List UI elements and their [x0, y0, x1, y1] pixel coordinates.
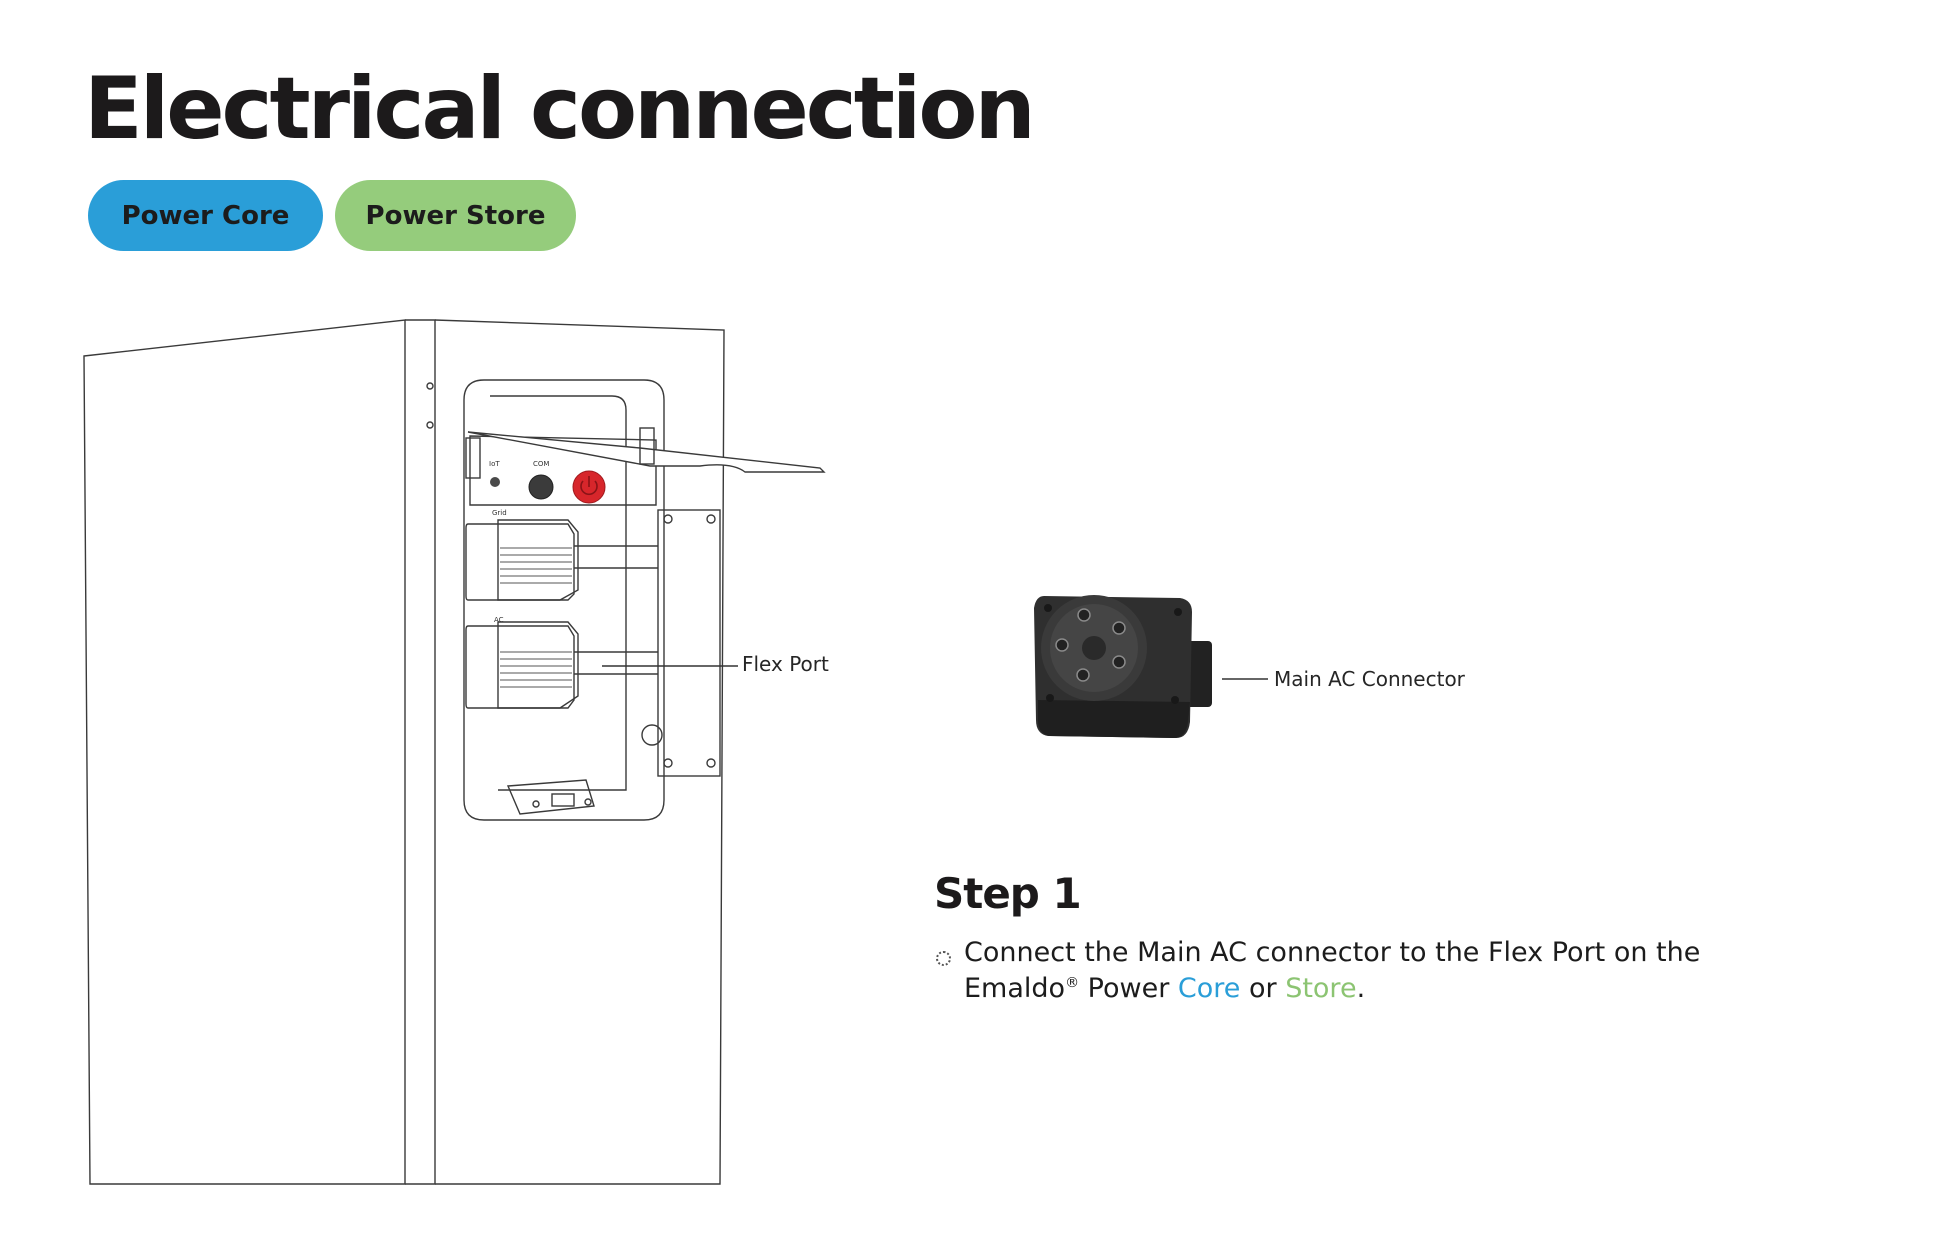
- period: .: [1356, 973, 1366, 1004]
- grid-label: Grid: [492, 509, 507, 517]
- step-list: Connect the Main AC connector to the Fle…: [934, 938, 1834, 1004]
- iot-label: IoT: [489, 460, 500, 468]
- step-line-1: Connect the Main AC connector to the Fle…: [964, 937, 1701, 968]
- step-instruction: Connect the Main AC connector to the Fle…: [934, 938, 1834, 1004]
- power-store-tag: Power Store: [335, 180, 576, 251]
- flex-port-label: Flex Port: [742, 652, 829, 676]
- registered-mark: ®: [1065, 975, 1080, 991]
- power-word: Power: [1079, 973, 1178, 1004]
- power-icon: [580, 480, 598, 496]
- core-word: Core: [1177, 973, 1241, 1004]
- step-title: Step 1: [934, 869, 1082, 918]
- page-title: Electrical connection: [84, 59, 1036, 159]
- power-core-tag: Power Core: [88, 180, 323, 251]
- iot-indicator: [490, 477, 500, 487]
- main-ac-connector-label: Main AC Connector: [1274, 667, 1465, 691]
- brand-name: Emaldo: [964, 973, 1066, 1004]
- plug-grille: [500, 547, 572, 688]
- main-ac-connector-illustration: [1034, 595, 1212, 738]
- cabinet-illustration: [83, 319, 826, 1185]
- com-label: COM: [533, 460, 549, 468]
- control-panel: IoT COM Grid AC: [489, 460, 606, 624]
- bullet-icon: [936, 951, 951, 966]
- com-button: [528, 474, 554, 500]
- ac-label: AC: [494, 616, 504, 624]
- store-word: Store: [1285, 973, 1357, 1004]
- or-word: or: [1240, 973, 1286, 1004]
